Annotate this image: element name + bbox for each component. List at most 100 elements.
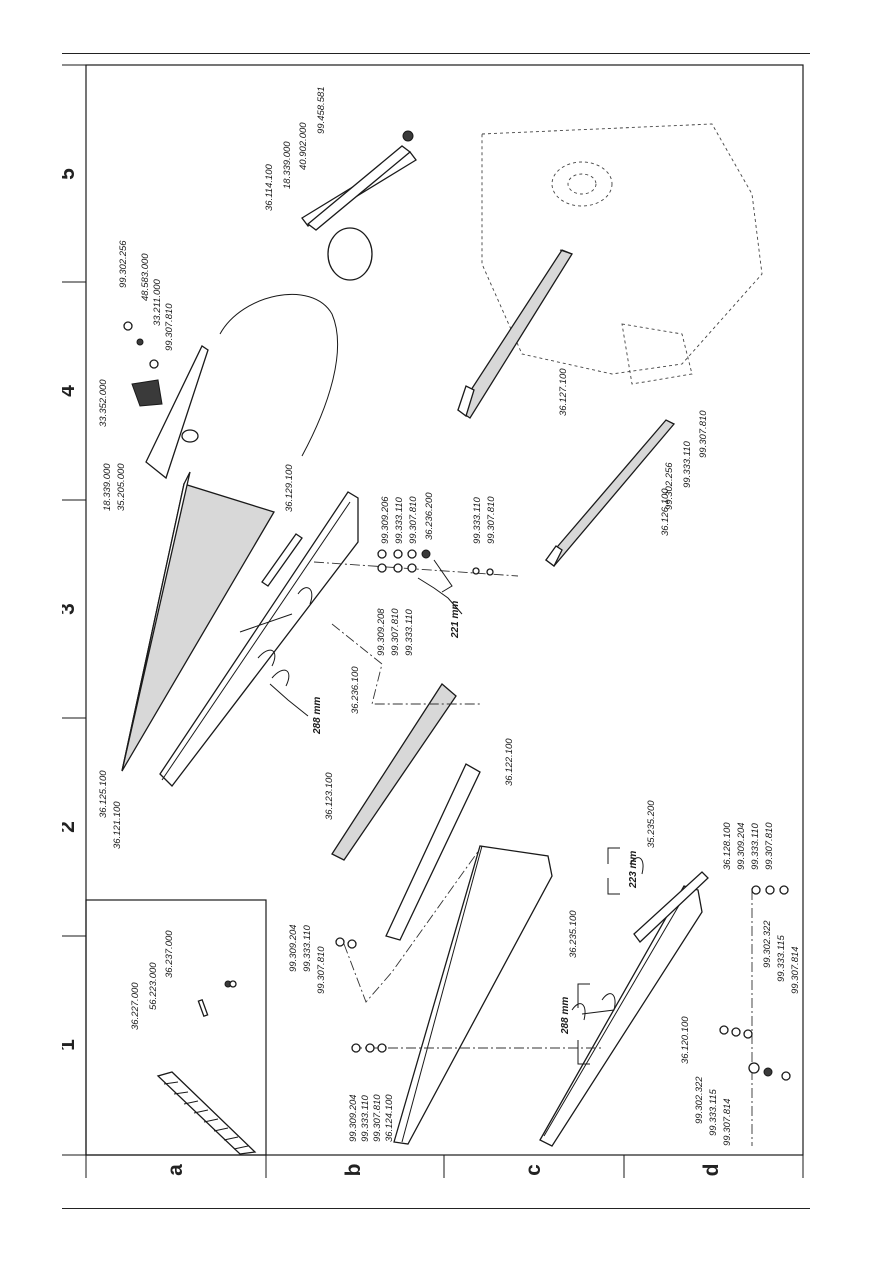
part-labels: 36.227.000 56.223.000 36.237.000 36.125.… [98,86,801,1146]
label-288mm-b: 288 mm [560,997,571,1035]
scraper-36127100 [457,249,573,419]
label-36129100: 36.129.100 [284,464,295,512]
footer-rule [62,1208,810,1209]
exploded-parts-diagram: 5 4 3 2 1 a b c d [62,64,804,1178]
blade-36122100 [385,763,481,941]
label-36236200: 36.236.200 [424,492,435,540]
plate-33352000 [131,379,163,407]
label-99333110g: 99.333.110 [750,822,761,870]
grid-number-3: 3 [62,603,79,615]
label-18339000b: 18.339.000 [282,141,293,189]
label-36126100: 36.126.100 [660,488,671,536]
label-99333110a: 99.333.110 [394,496,405,544]
label-99302322a: 99.302.322 [694,1076,705,1124]
dash-link-mid [343,845,483,1003]
label-221mm: 221 mm [450,601,461,639]
label-99307810g: 99.307.810 [372,1094,383,1142]
drive-shaft [306,130,414,231]
label-99333110d: 99.333.110 [682,440,693,488]
label-99309206: 99.309.206 [380,496,391,544]
label-99333115b: 99.333.115 [776,934,787,982]
gearbox-housing [481,123,763,385]
beam-36124100 [393,845,553,1145]
nut-small [136,338,144,346]
label-36121100: 36.121.100 [112,801,123,849]
dim-bracket-221 [417,577,463,615]
label-56223000: 56.223.000 [148,962,159,1010]
label-99307814a: 99.307.814 [722,1098,733,1146]
frame-beam-36121100 [159,491,359,787]
header-rule [62,53,810,54]
label-36235100: 36.235.100 [568,910,579,958]
label-99333110c: 99.333.110 [404,608,415,656]
label-99309208: 99.309.208 [376,608,387,656]
beam-36120100 [539,885,703,1147]
label-36236100: 36.236.100 [350,666,361,714]
hardware-stack-upper [313,549,519,577]
washer-small-2 [123,321,133,331]
cover-hood-36125100 [121,471,275,772]
dash-link-upper [331,623,482,705]
label-99302256b: 99.302.256 [664,462,675,510]
label-36237000: 36.237.000 [164,930,175,978]
label-36128100: 36.128.100 [722,822,733,870]
label-99302256a: 99.302.256 [118,240,129,288]
label-99333110b: 99.333.110 [472,496,483,544]
label-36120100: 36.120.100 [680,1016,691,1064]
dim-bracket-288b [577,983,590,1065]
label-36127100: 36.127.100 [558,368,569,416]
grid-letter-c: c [522,1164,545,1176]
label-99307810h: 99.307.810 [764,822,775,870]
label-35205000: 35.205.000 [116,463,127,511]
grid-number-2: 2 [62,821,79,833]
label-99302322b: 99.302.322 [762,920,773,968]
grid-letter-b: b [342,1164,365,1177]
hardware-stack-lower [335,885,791,1146]
label-36227000: 36.227.000 [130,982,141,1030]
label-288mm-a: 288 mm [312,697,323,735]
label-99307810c: 99.307.810 [486,496,497,544]
grid-number-4: 4 [62,385,79,397]
bracket-35205000 [145,345,209,480]
label-99307810b: 99.307.810 [408,496,419,544]
clips-36235100 [571,857,644,1021]
clips-36236100 [239,587,313,687]
grid-dividers [62,64,804,1178]
label-99307810d: 99.307.810 [390,608,401,656]
label-99307810a: 99.307.810 [164,303,175,351]
label-223mm: 223 mm [628,851,639,889]
label-99309204a: 99.309.204 [288,924,299,972]
label-99458581: 99.458.581 [316,86,327,134]
label-36122100: 36.122.100 [504,738,515,786]
label-99333110e: 99.333.110 [302,924,313,972]
label-40902000: 40.902.000 [298,122,309,170]
label-36124100: 36.124.100 [384,1094,395,1142]
inset-pin [197,980,237,1018]
label-99309204c: 99.309.204 [736,822,747,870]
dim-bracket-288a [269,683,309,717]
grid-letter-a: a [164,1164,187,1176]
inset-scraper-blade [156,1071,257,1155]
label-36125100: 36.125.100 [98,770,109,818]
label-99307814b: 99.307.814 [790,946,801,994]
label-18339000a: 18.339.000 [102,463,113,511]
label-36123100: 36.123.100 [324,772,335,820]
grid-number-5: 5 [62,168,79,180]
washer-small [149,359,159,369]
label-99333115a: 99.333.115 [708,1088,719,1136]
arch-bracket [219,151,417,457]
label-36114100: 36.114.100 [264,163,275,211]
label-33352000: 33.352.000 [98,379,109,427]
clip-36236200 [433,559,453,593]
scraper-36126100 [545,419,676,567]
label-99307810e: 99.307.810 [698,410,709,458]
grid-letter-d: d [700,1164,723,1177]
dim-bracket-223 [607,847,620,895]
label-48583000: 48.583.000 [140,253,151,301]
label-99333110f: 99.333.110 [360,1094,371,1142]
label-99307810f: 99.307.810 [316,946,327,994]
grid-number-1: 1 [62,1039,79,1051]
inset-box [85,899,267,1156]
blade-36123100 [331,683,457,861]
part-36129100 [261,533,303,587]
